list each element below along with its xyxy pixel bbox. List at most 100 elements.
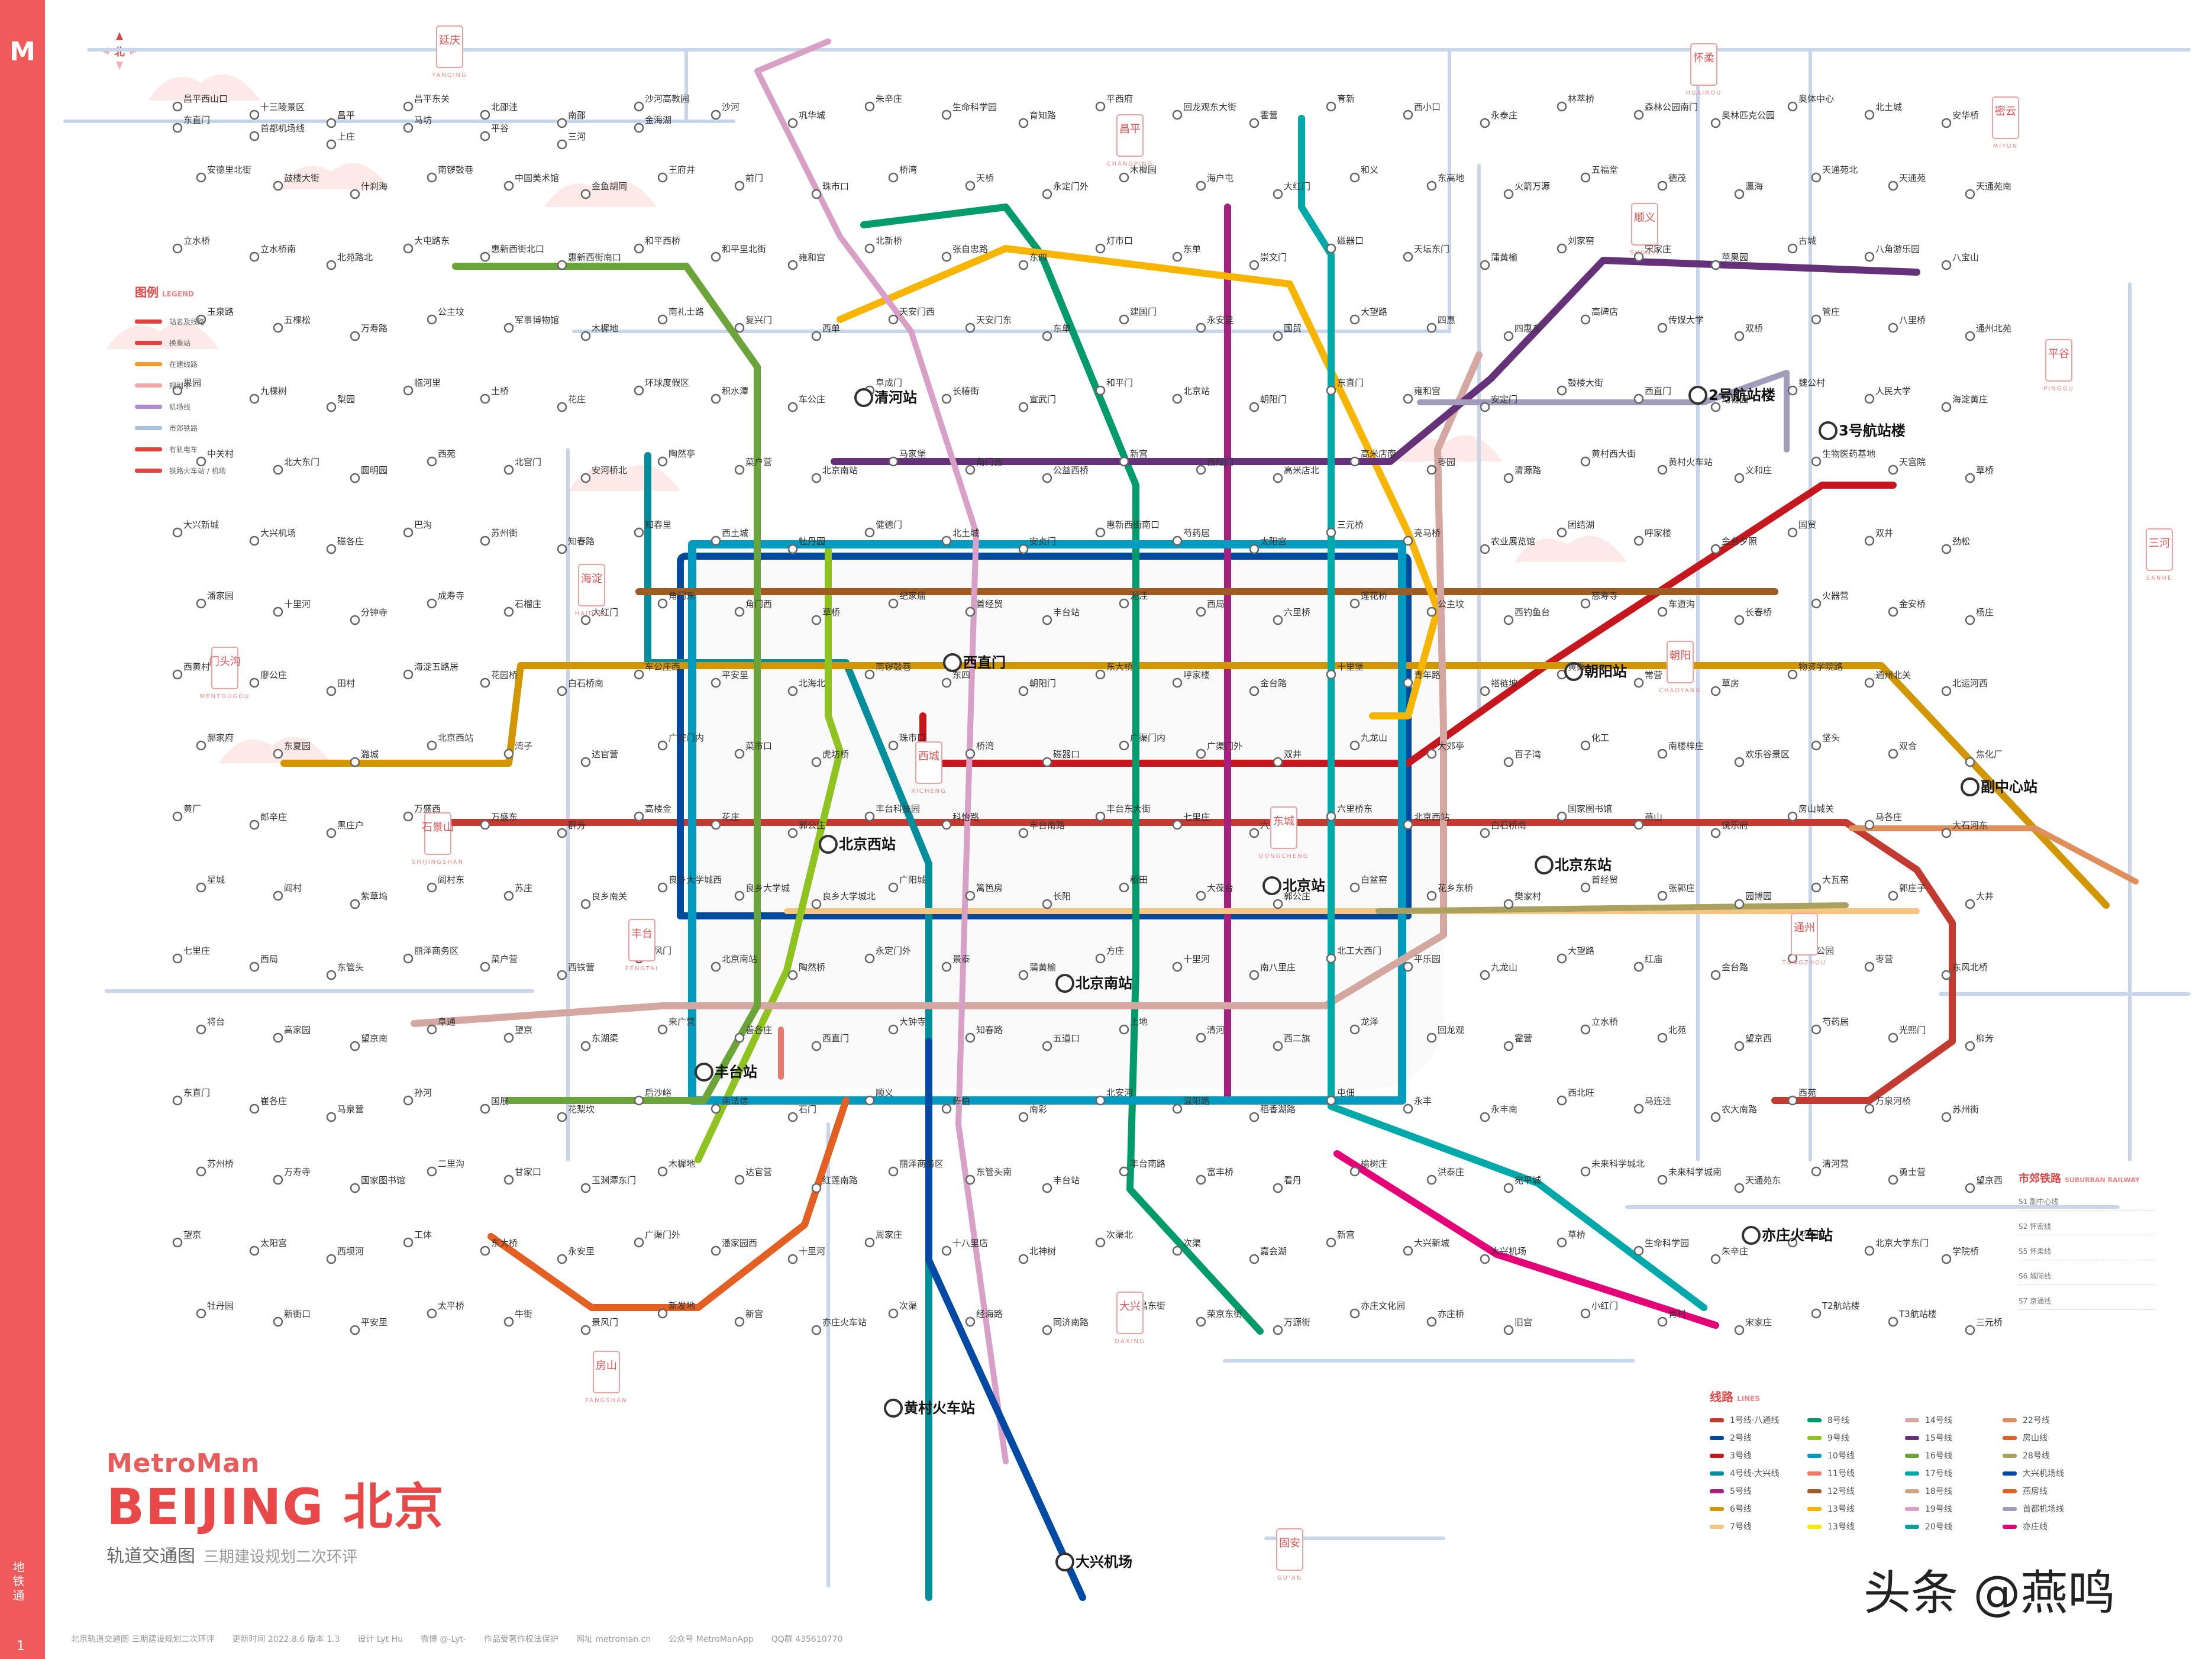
major-station-label[interactable]: 3号航站楼 (1839, 422, 1906, 439)
station-marker[interactable] (480, 1245, 490, 1256)
station-marker[interactable] (480, 109, 490, 120)
station-marker[interactable] (941, 1245, 952, 1256)
station-marker[interactable] (657, 314, 668, 325)
station-marker[interactable] (350, 189, 360, 199)
station-marker[interactable] (403, 1095, 414, 1106)
station-marker[interactable] (1349, 598, 1360, 609)
station-label[interactable]: 龙泽 (1361, 1016, 1378, 1027)
station-marker[interactable] (634, 122, 644, 133)
station-marker[interactable] (1965, 189, 1975, 199)
station-label[interactable]: 科怡路 (952, 812, 979, 822)
station-label[interactable]: 六里桥东 (1337, 803, 1373, 814)
station-marker[interactable] (273, 748, 283, 759)
station-label[interactable]: 北运河西 (1952, 678, 1988, 689)
station-label[interactable]: 大瓦窑 (1822, 874, 1849, 885)
station-label[interactable]: 丰台科技园 (876, 803, 920, 814)
station-marker[interactable] (1273, 757, 1283, 767)
station-label[interactable]: 惠新西街南口 (568, 252, 621, 263)
station-label[interactable]: 泥洼 (1130, 590, 1148, 601)
station-label[interactable]: 东单 (1183, 244, 1201, 254)
station-marker[interactable] (1580, 314, 1591, 325)
station-marker[interactable] (1480, 260, 1490, 270)
station-marker[interactable] (634, 101, 644, 112)
station-marker[interactable] (1580, 456, 1591, 467)
station-marker[interactable] (657, 598, 668, 609)
station-marker[interactable] (1864, 1245, 1875, 1256)
station-label[interactable]: 阜通 (438, 1016, 456, 1027)
station-marker[interactable] (1811, 314, 1822, 325)
station-marker[interactable] (503, 180, 514, 191)
station-marker[interactable] (580, 189, 591, 199)
line-legend-item[interactable]: 4号线·大兴线 (1710, 1467, 1807, 1479)
line-legend-item[interactable]: 10号线 (1807, 1450, 1905, 1461)
station-marker[interactable] (350, 899, 360, 909)
station-marker[interactable] (1888, 890, 1898, 901)
station-label[interactable]: 东四 (952, 670, 970, 680)
station-marker[interactable] (941, 393, 952, 404)
station-label[interactable]: 北土城 (1875, 102, 1902, 112)
station-label[interactable]: 洪泰庄 (1438, 1167, 1464, 1177)
station-marker[interactable] (1095, 243, 1106, 254)
station-label[interactable]: 农业展览馆 (1491, 536, 1535, 547)
station-marker[interactable] (172, 122, 183, 133)
station-label[interactable]: 西北旺 (1568, 1087, 1594, 1098)
station-label[interactable]: 前门 (745, 173, 763, 183)
station-label[interactable]: 牡丹园 (799, 536, 825, 547)
station-label[interactable]: 燕山 (1645, 812, 1662, 822)
station-label[interactable]: 勇士营 (1899, 1167, 1926, 1177)
station-label[interactable]: 天安门西 (899, 306, 935, 317)
station-marker[interactable] (888, 314, 899, 325)
station-marker[interactable] (1787, 1095, 1798, 1106)
station-marker[interactable] (1580, 740, 1591, 751)
station-label[interactable]: 安德里北街 (207, 164, 251, 175)
station-marker[interactable] (1787, 1237, 1798, 1248)
station-marker[interactable] (580, 757, 591, 767)
station-label[interactable]: 巩华城 (799, 110, 825, 121)
station-marker[interactable] (711, 393, 721, 404)
station-marker[interactable] (1042, 899, 1052, 909)
station-marker[interactable] (1196, 464, 1206, 475)
station-marker[interactable] (1172, 109, 1183, 120)
station-marker[interactable] (403, 953, 414, 964)
station-label[interactable]: 万源街 (1284, 1317, 1310, 1328)
station-label[interactable]: 安定门 (1491, 394, 1517, 405)
station-marker[interactable] (1580, 598, 1591, 609)
station-marker[interactable] (1403, 1103, 1413, 1114)
station-marker[interactable] (1018, 828, 1029, 838)
station-marker[interactable] (941, 961, 952, 972)
station-marker[interactable] (249, 677, 260, 688)
station-label[interactable]: 朱辛庄 (1722, 1246, 1748, 1257)
station-label[interactable]: 天坛东门 (1414, 244, 1449, 254)
station-marker[interactable] (1326, 669, 1336, 680)
station-marker[interactable] (711, 251, 721, 262)
station-marker[interactable] (1557, 243, 1567, 254)
station-marker[interactable] (888, 740, 899, 751)
station-label[interactable]: 天桥 (976, 173, 994, 183)
station-label[interactable]: 西土城 (722, 528, 748, 538)
station-label[interactable]: 林萃桥 (1568, 93, 1594, 104)
station-label[interactable]: 九棵树 (260, 386, 287, 396)
station-label[interactable]: 高米店北 (1284, 465, 1319, 476)
station-label[interactable]: 俸伯 (952, 1096, 970, 1106)
station-marker[interactable] (711, 819, 721, 830)
station-marker[interactable] (1811, 1308, 1822, 1319)
station-marker[interactable] (403, 385, 414, 396)
station-marker[interactable] (1403, 677, 1413, 688)
station-marker[interactable] (1710, 1254, 1721, 1264)
station-marker[interactable] (734, 748, 745, 759)
station-label[interactable]: 十里河 (1183, 954, 1210, 964)
station-label[interactable]: 四惠东 (1515, 323, 1541, 334)
station-marker[interactable] (965, 1316, 976, 1327)
station-marker[interactable] (503, 322, 514, 333)
station-marker[interactable] (1172, 1103, 1183, 1114)
station-label[interactable]: 丽泽商务区 (414, 945, 458, 956)
station-label[interactable]: 海淀五路居 (414, 661, 458, 672)
station-marker[interactable] (503, 748, 514, 759)
station-label[interactable]: 北安河 (1106, 1087, 1133, 1098)
station-marker[interactable] (1580, 172, 1591, 183)
station-marker[interactable] (503, 606, 514, 617)
station-marker[interactable] (403, 527, 414, 538)
station-label[interactable]: 郝家府 (207, 732, 234, 743)
station-label[interactable]: 朱辛庄 (876, 93, 902, 104)
station-marker[interactable] (888, 1166, 899, 1177)
